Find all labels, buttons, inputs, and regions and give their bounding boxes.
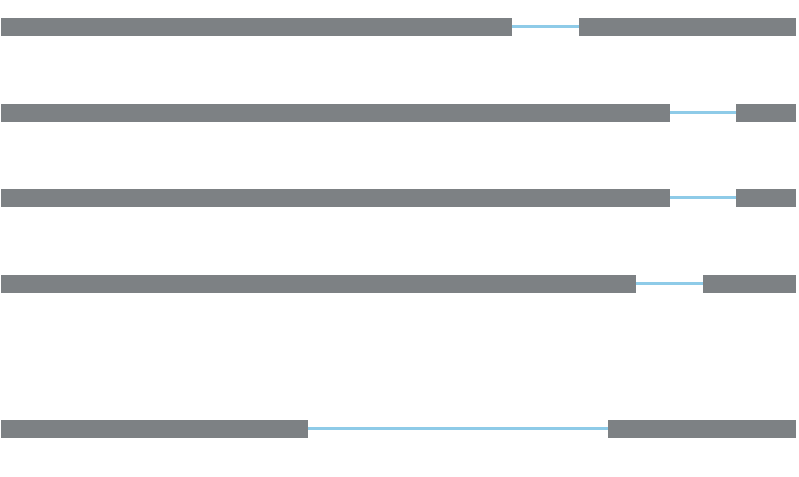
gap-connector-line: [307, 427, 609, 430]
timeline-segment: [1, 18, 513, 36]
gap-connector-line: [669, 111, 737, 114]
timeline-segment: [608, 420, 796, 438]
timeline-row: [1, 275, 796, 293]
timeline-segment: [578, 18, 796, 36]
timeline-row: [1, 420, 796, 438]
timeline-segment: [736, 189, 796, 207]
timeline-segment: [1, 189, 670, 207]
timeline-row: [1, 18, 796, 36]
timeline-segment: [1, 104, 670, 122]
timeline-segment: [1, 275, 637, 293]
timeline-segment: [702, 275, 796, 293]
gap-connector-line: [512, 25, 579, 28]
timeline-segment: [1, 420, 308, 438]
timeline-row: [1, 104, 796, 122]
gap-connector-line: [636, 282, 703, 285]
gap-connector-line: [669, 196, 737, 199]
timeline-row: [1, 189, 796, 207]
timeline-segment: [736, 104, 796, 122]
